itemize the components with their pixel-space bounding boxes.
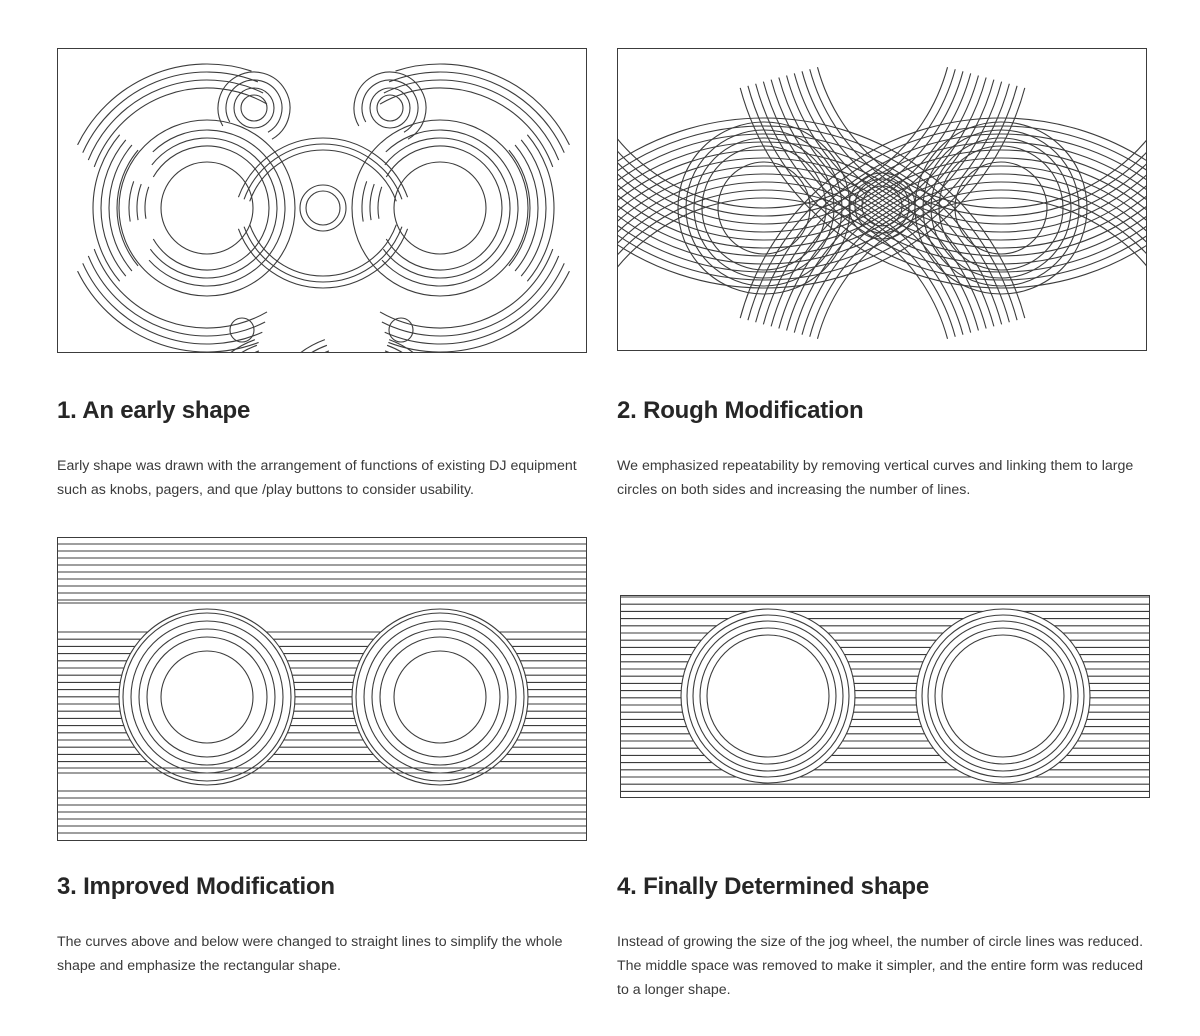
section-description: We emphasized repeatability by removing … <box>617 458 1134 498</box>
early-shape-illustration <box>57 48 587 353</box>
improved-modification-illustration <box>57 537 587 841</box>
section-description: Instead of growing the size of the jog w… <box>617 934 1144 998</box>
section-title: 1. An early shape <box>57 397 251 424</box>
section-title: 3. Improved Modification <box>57 873 335 900</box>
section-description: The curves above and below were changed … <box>57 934 563 974</box>
rough-modification-illustration <box>617 48 1147 351</box>
section-title: 4. Finally Determined shape <box>617 873 930 900</box>
final-shape-illustration <box>620 595 1150 798</box>
section-title: 2. Rough Modification <box>617 397 864 424</box>
section-description: Early shape was drawn with the arrangeme… <box>57 458 577 498</box>
